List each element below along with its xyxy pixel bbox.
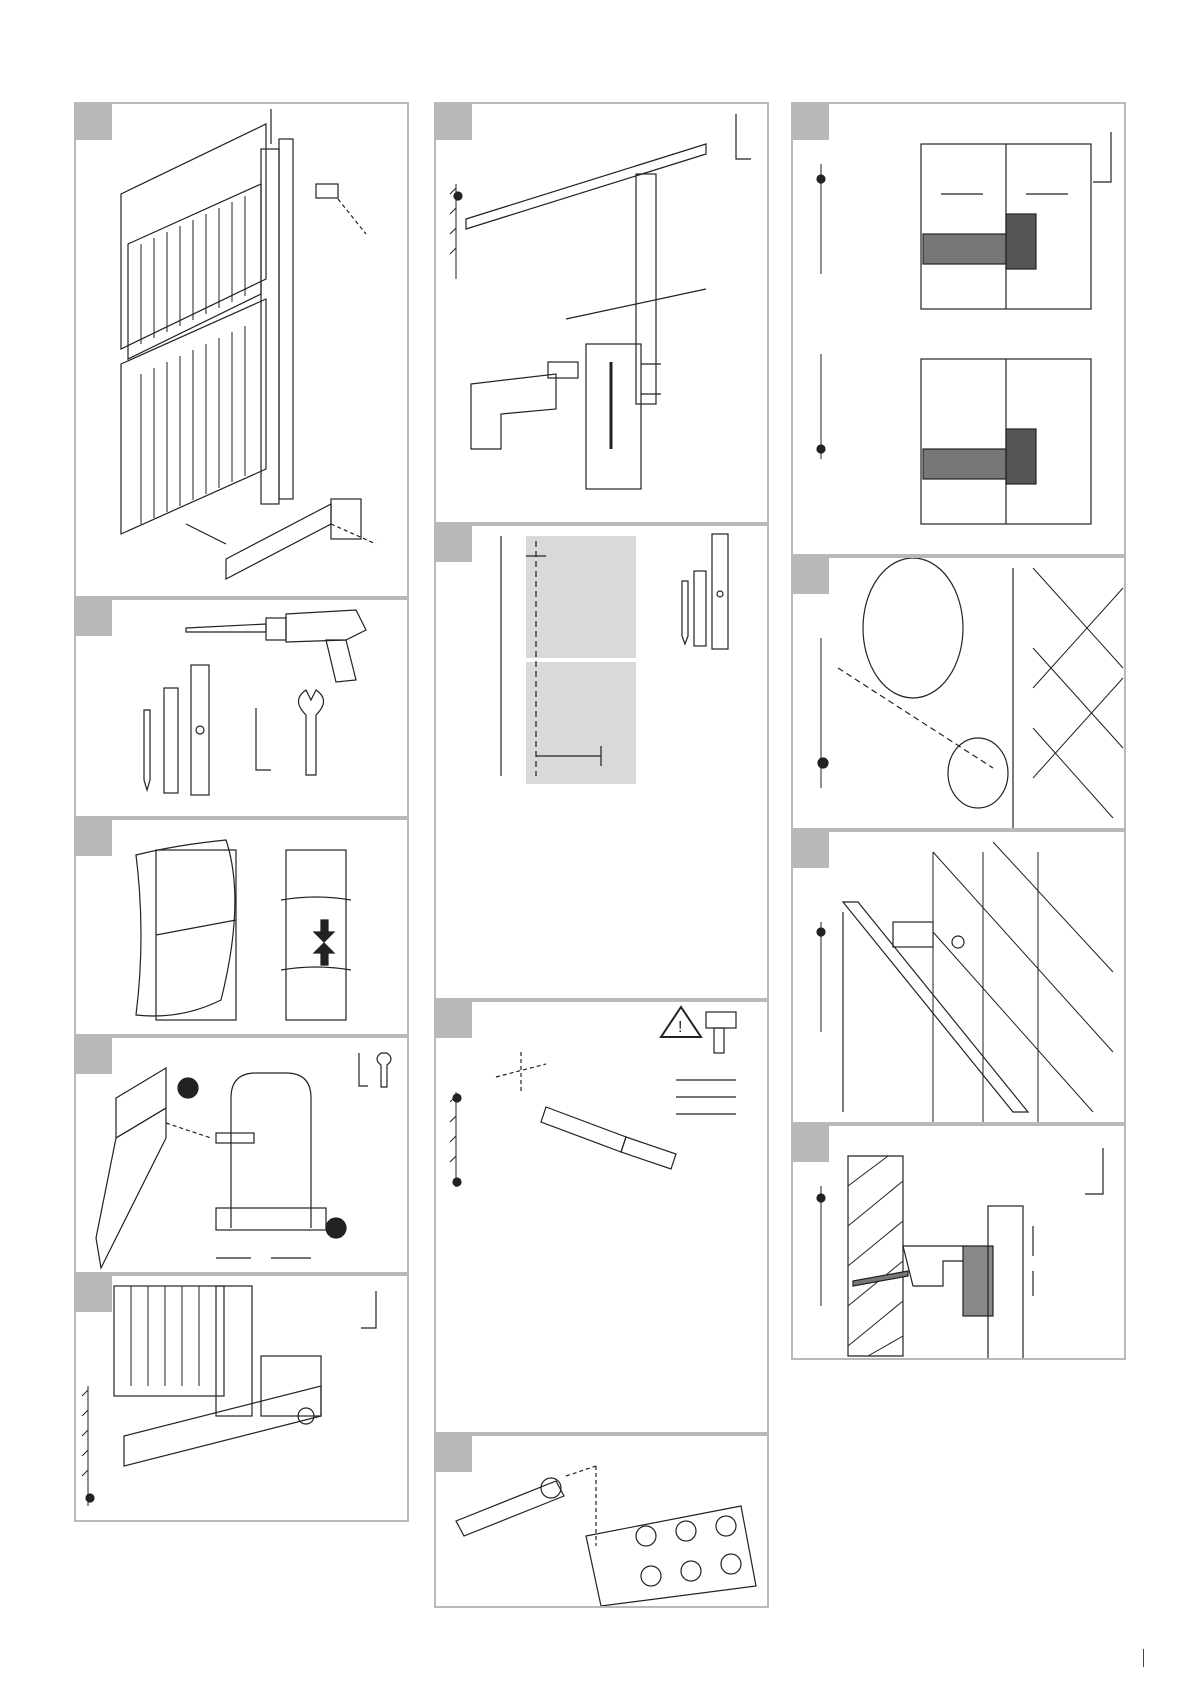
hex-key-icon (361, 1291, 376, 1328)
drill-icon (186, 610, 366, 682)
top-screw-illustration (436, 104, 769, 524)
ruler-icon (164, 688, 178, 793)
tools-illustration (76, 600, 409, 818)
step-panel-measure (434, 524, 769, 1000)
step-panel-unwrap (74, 818, 409, 1036)
spirit-level-icon (191, 665, 209, 795)
svg-text:!: ! (678, 1019, 682, 1036)
tilt-illustration (793, 832, 1126, 1124)
step-panel-anchor (434, 1434, 769, 1608)
marker-dot-icon (178, 1078, 198, 1098)
radiator-outline-lower (526, 662, 636, 784)
step-panel-dowel (791, 102, 1126, 556)
radiator-outline-upper (526, 536, 636, 658)
wall-hatch-icon (82, 1386, 88, 1506)
unwrap-illustration (76, 820, 409, 1036)
hex-key-icon (359, 1053, 368, 1086)
drill-illustration: ! (436, 1002, 769, 1434)
pencil-icon (144, 710, 150, 790)
marker-dot-icon (326, 1218, 346, 1238)
radiator-assembly-illustration (76, 104, 409, 598)
step-panel-drill: ! (434, 1000, 769, 1434)
washer-sheet (586, 1506, 756, 1606)
hex-key-icon (736, 114, 751, 159)
bracket-illustration (76, 1038, 409, 1274)
wall-hatch-icon (450, 1092, 456, 1187)
ruler-icon (694, 571, 706, 646)
step-panel-bracket (74, 1036, 409, 1274)
dowel-illustration (793, 104, 1126, 556)
step-panel-tools (74, 598, 409, 818)
step-panel-radiator-assembly (74, 102, 409, 598)
hex-key-icon (256, 708, 271, 770)
radiator-fins-lower (141, 326, 245, 524)
step-panel-top-screw (434, 102, 769, 524)
radiator-fins-upper (141, 196, 245, 344)
spanner-icon (299, 690, 324, 775)
drill-icon (706, 1012, 736, 1053)
warning-icon: ! (661, 1007, 701, 1037)
measure-illustration (436, 526, 769, 1000)
anchor-illustration (436, 1436, 769, 1608)
screw-anchor-icon (456, 1481, 564, 1536)
drill-bit-icon (541, 1107, 626, 1152)
step-panel-hang (791, 556, 1126, 830)
fix-illustration (793, 1126, 1126, 1360)
spanner-icon (377, 1053, 391, 1087)
hang-illustration (793, 558, 1126, 830)
step-panel-tilt (791, 830, 1126, 1124)
pencil-icon (682, 581, 688, 644)
step-panel-fix (791, 1124, 1126, 1360)
spirit-level-icon (712, 534, 728, 649)
step-panel-mount (74, 1274, 409, 1522)
hex-key-icon (1093, 132, 1111, 182)
mount-illustration (76, 1276, 409, 1522)
hex-key-icon (1085, 1148, 1103, 1194)
